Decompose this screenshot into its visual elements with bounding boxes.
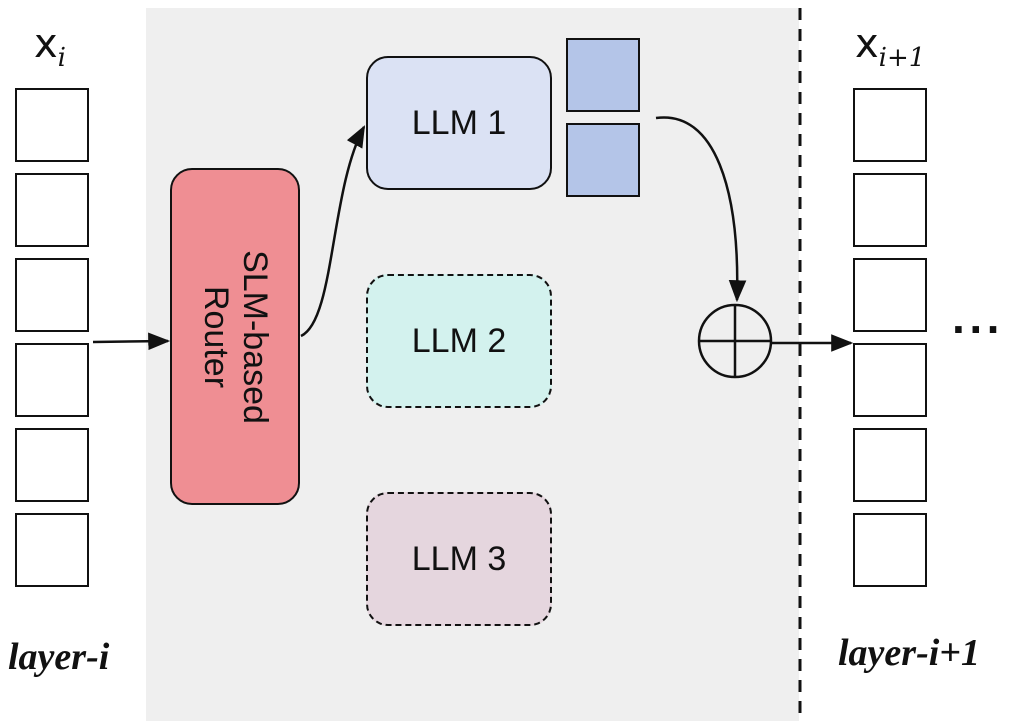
output-variable: xi+1 (855, 21, 926, 73)
input-cell (15, 173, 89, 247)
input-cell (15, 513, 89, 587)
output-cell (853, 258, 927, 332)
input-cell (15, 428, 89, 502)
expert-output-block (566, 38, 640, 112)
output-cell (853, 428, 927, 502)
expert-output-block (566, 123, 640, 197)
router-to-llm1-arrow (300, 125, 366, 338)
input-variable: xi (34, 21, 66, 73)
input-layer-label: layer-i (8, 636, 110, 678)
expert-llm-3: LLM 3 (366, 492, 552, 626)
output-cell (853, 513, 927, 587)
output-cell (853, 343, 927, 417)
input-to-router-arrow (92, 332, 171, 351)
input-cell (15, 343, 89, 417)
output-layer-label: layer-i+1 (838, 632, 980, 674)
expert-output-to-combine-arrow (655, 116, 747, 303)
slm-router: SLM-based Router (170, 168, 300, 505)
expert-llm-2: LLM 2 (366, 274, 552, 408)
input-cell (15, 88, 89, 162)
circled-plus-icon (697, 303, 773, 379)
output-cell (853, 88, 927, 162)
expert-llm-1: LLM 1 (366, 56, 552, 190)
continuation-ellipsis: ··· (952, 303, 1004, 355)
output-cell (853, 173, 927, 247)
input-cell (15, 258, 89, 332)
